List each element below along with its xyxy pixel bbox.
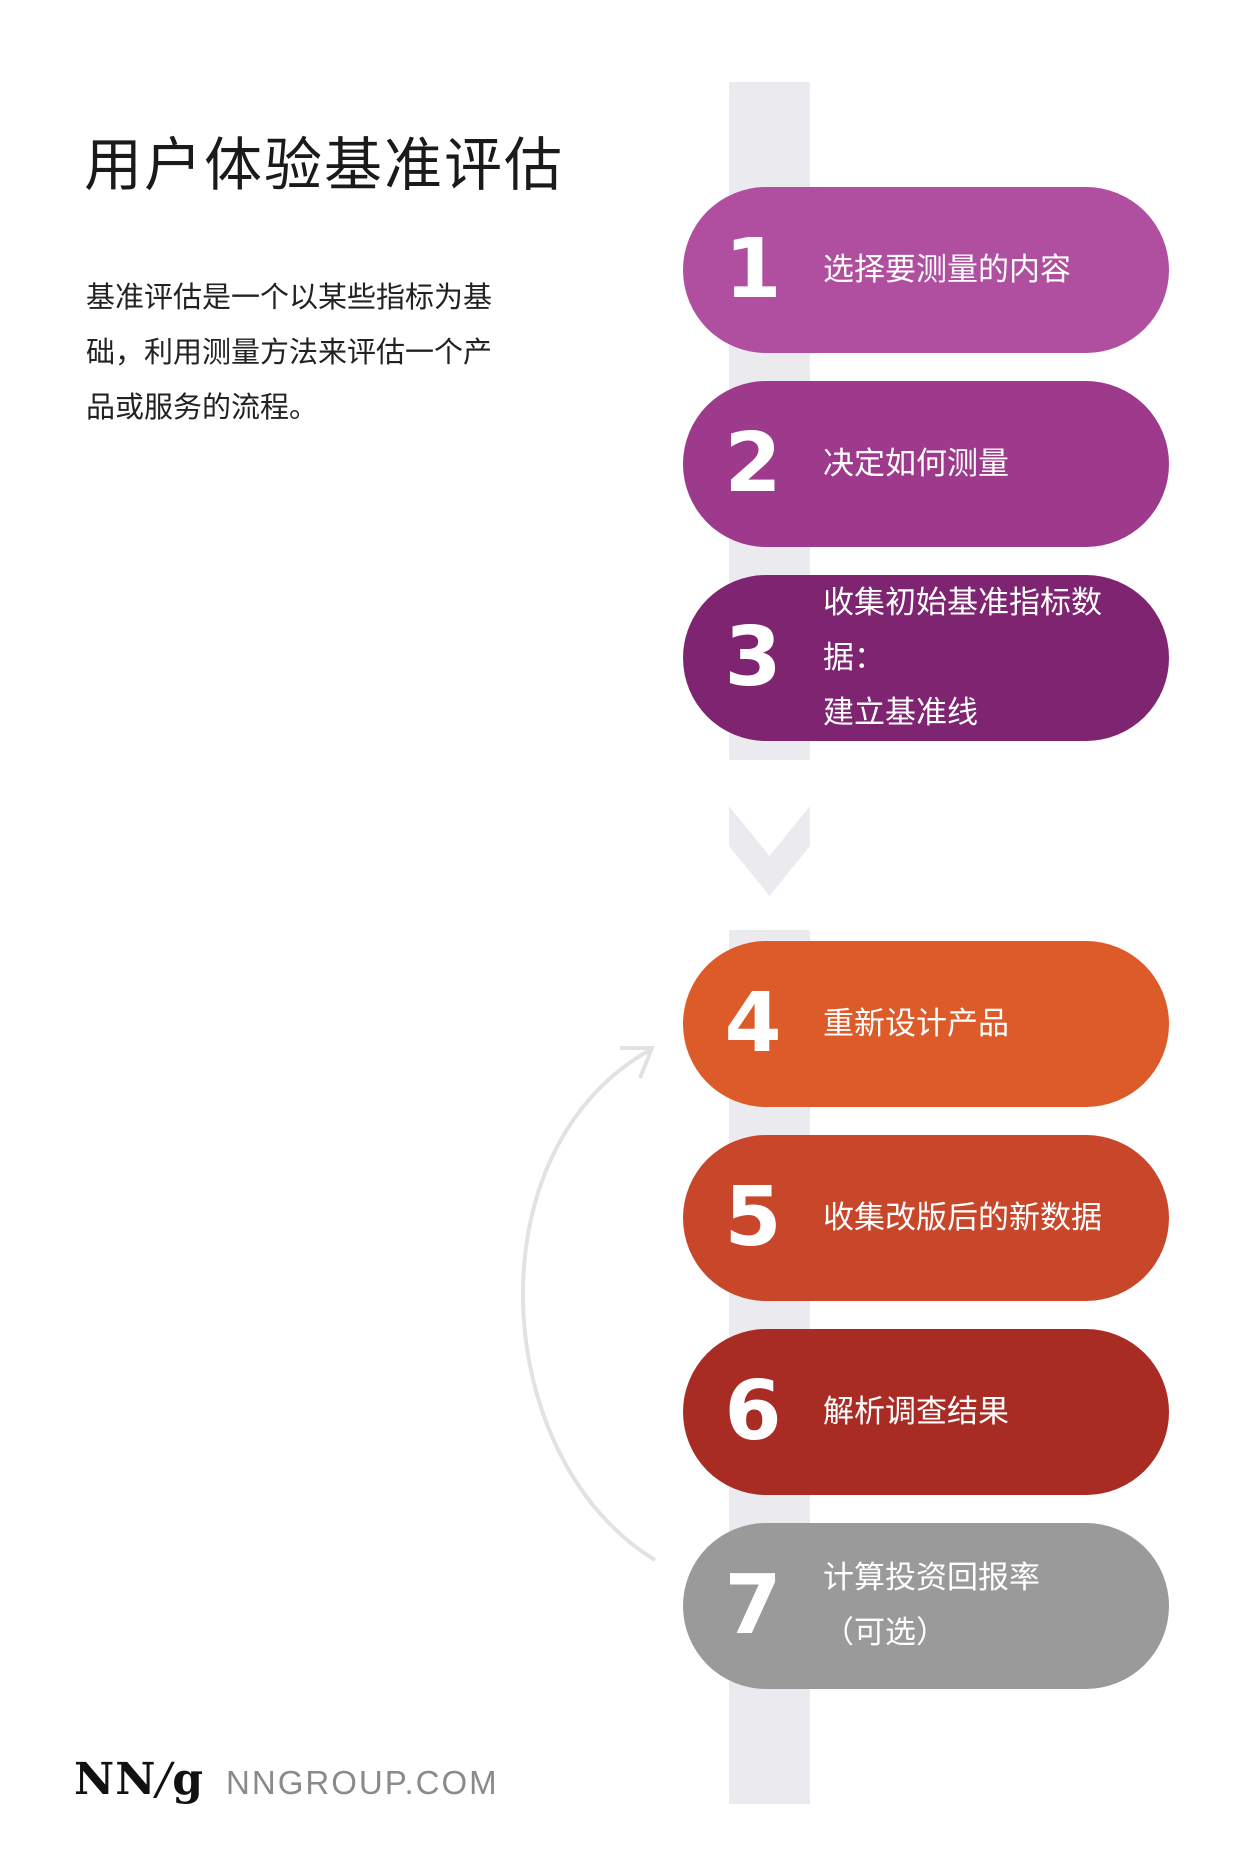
loop-arrow-icon — [520, 1046, 657, 1562]
step-label-line-2: （可选） — [823, 1615, 947, 1651]
logo-g: g — [172, 1754, 205, 1805]
step-6: 6 解析调查结果 — [683, 1329, 1169, 1495]
step-number: 4 — [724, 976, 782, 1071]
nng-logo[interactable]: NN/g — [74, 1754, 204, 1805]
site-link[interactable]: NNGROUP.COM — [226, 1764, 499, 1801]
step-3: 3 收集初始基准指标数据： 建立基准线 — [683, 575, 1169, 741]
logo-nn: NN — [74, 1754, 157, 1805]
step-number: 5 — [724, 1170, 782, 1265]
step-label: 解析调查结果 — [823, 1393, 1009, 1430]
step-1: 1 选择要测量的内容 — [683, 187, 1169, 353]
step-5: 5 收集改版后的新数据 — [683, 1135, 1169, 1301]
step-number: 7 — [724, 1558, 782, 1653]
step-label-line-1: 计算投资回报率 — [823, 1560, 1040, 1596]
step-number: 6 — [724, 1364, 782, 1459]
step-4: 4 重新设计产品 — [683, 941, 1169, 1107]
step-number: 3 — [724, 610, 782, 705]
step-label: 决定如何测量 — [823, 445, 1009, 482]
step-number: 1 — [724, 222, 782, 317]
step-label-line-2: 建立基准线 — [823, 694, 978, 731]
step-number: 2 — [724, 416, 782, 511]
description: 基准评估是一个以某些指标为基础，利用测量方法来评估一个产品或服务的流程。 — [86, 280, 493, 424]
step-label: 收集初始基准指标数据： 建立基准线 — [823, 576, 1169, 741]
step-2: 2 决定如何测量 — [683, 381, 1169, 547]
logo-slash: / — [156, 1754, 173, 1805]
step-label: 收集改版后的新数据 — [823, 1199, 1102, 1236]
step-7: 7 计算投资回报率 （可选） — [683, 1523, 1169, 1689]
footer: NN/g NNGROUP.COM — [74, 1754, 499, 1805]
step-label-line-1: 收集初始基准指标数据： — [823, 584, 1102, 676]
page-title: 用户体验基准评估 — [84, 131, 565, 199]
chevron-down-icon — [729, 806, 810, 896]
step-label: 计算投资回报率 （可选） — [823, 1551, 1070, 1661]
step-label: 重新设计产品 — [823, 1005, 1009, 1042]
step-label: 选择要测量的内容 — [823, 251, 1071, 288]
